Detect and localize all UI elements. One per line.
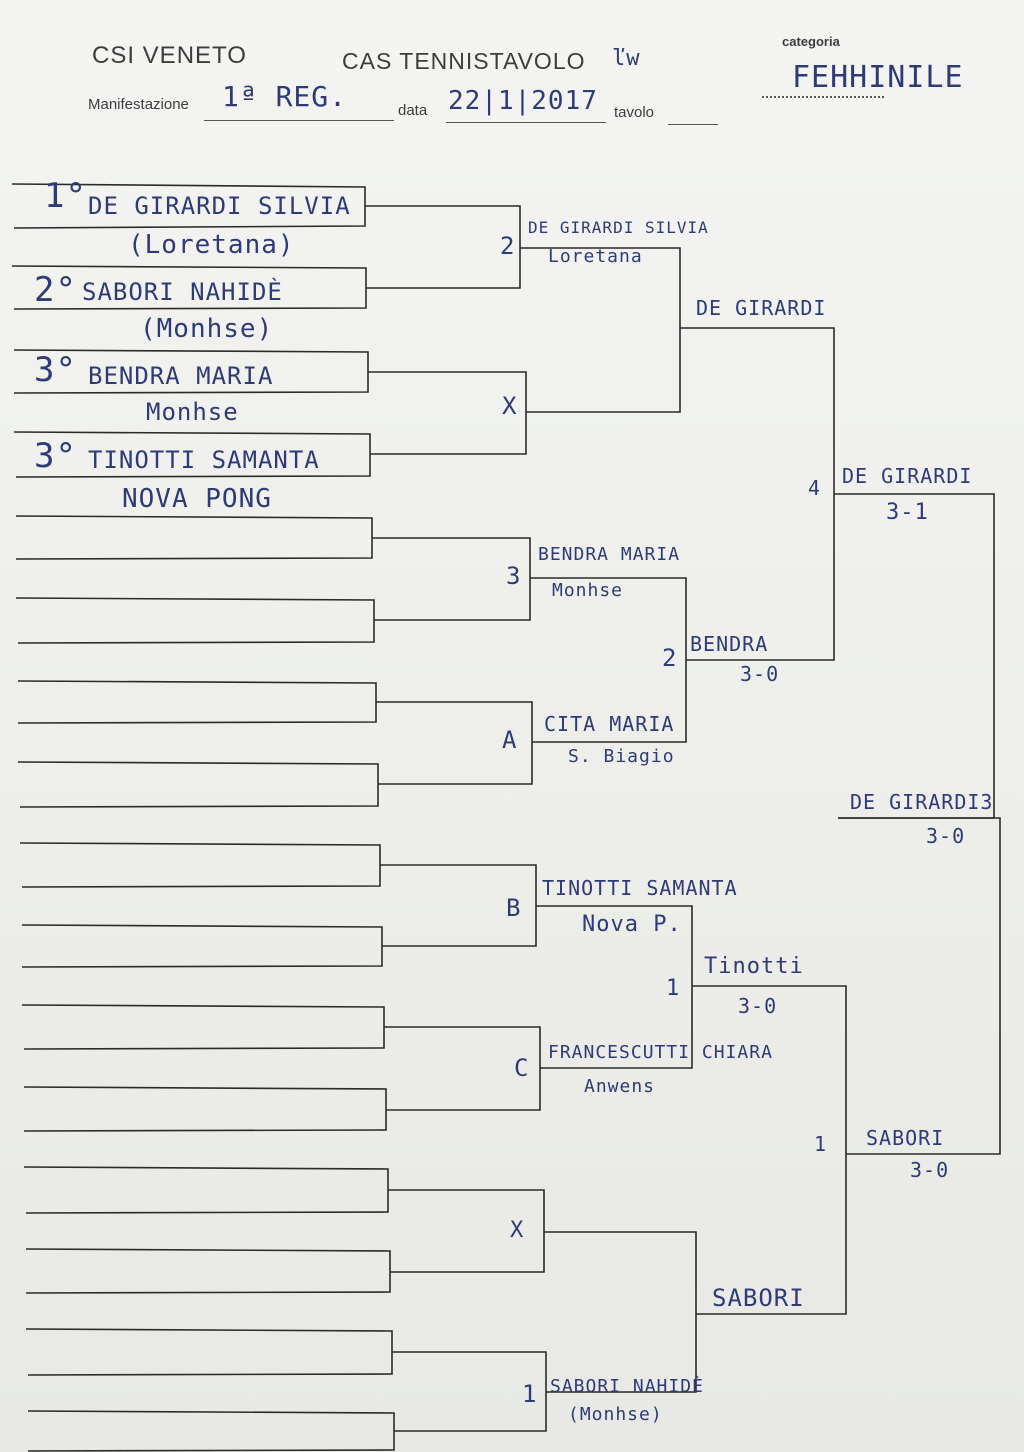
event-label: Manifestazione <box>88 96 189 113</box>
entry-4-rank: 3° <box>34 436 77 476</box>
semi-1-score: 3-1 <box>886 500 929 525</box>
entry-4-club: NOVA PONG <box>122 484 272 514</box>
date-value: 22|1|2017 <box>448 86 598 116</box>
final-score: 3-0 <box>926 824 966 848</box>
r2-3-club: Monhse <box>552 580 624 601</box>
r3-3-name: Tinotti <box>704 954 804 979</box>
r2-3-seed: 3 <box>506 562 522 590</box>
event-value: 1ª REG. <box>222 80 348 113</box>
entry-2-club: (Monhse) <box>140 314 274 344</box>
final-winner: DE GIRARDI3 <box>850 790 994 814</box>
system-suffix: ľw <box>612 46 641 71</box>
entry-4-name: TINOTTI SAMANTA <box>88 446 320 474</box>
r3-2-name: BENDRA <box>690 632 769 656</box>
r2-6-seed: C <box>514 1054 530 1082</box>
org-title: CSI VENETO <box>92 42 247 69</box>
event-underline <box>204 120 394 121</box>
date-label: data <box>398 102 428 119</box>
r2-3-name: BENDRA MARIA <box>538 544 681 565</box>
r2-8-name: SABORI NAHIDÈ <box>550 1376 704 1397</box>
r2-5-seed: B <box>506 894 522 922</box>
r3-2-seed: 2 <box>662 644 678 672</box>
r2-1-seed: 2 <box>500 232 516 260</box>
r2-5-club: Nova P. <box>582 912 682 937</box>
entry-3-name: BENDRA MARIA <box>88 362 274 390</box>
r2-6-club: Anwens <box>584 1076 656 1097</box>
r2-4-club: S. Biagio <box>568 746 675 767</box>
r3-3-seed: 1 <box>666 976 681 1001</box>
table-label: tavolo <box>614 104 655 121</box>
entry-1-club: (Loretana) <box>128 230 295 260</box>
entry-3-rank: 3° <box>34 350 77 390</box>
r2-8-seed: 1 <box>522 1380 538 1408</box>
r3-3-score: 3-0 <box>738 994 778 1018</box>
semi-2-seed: 1 <box>814 1132 828 1156</box>
r2-4-seed: A <box>502 726 518 754</box>
semi-1-name: DE GIRARDI <box>842 464 973 488</box>
category-label: categoria <box>782 34 840 49</box>
semi-2-name: SABORI <box>866 1126 945 1150</box>
category-dotted-line <box>762 96 884 98</box>
r2-2-seed: X <box>502 392 518 420</box>
r2-5-name: TINOTTI SAMANTA <box>542 876 738 900</box>
r2-1-name: DE GIRARDI SILVIA <box>528 218 709 237</box>
r2-6-name: FRANCESCUTTI CHIARA <box>548 1042 773 1063</box>
entry-1-name: DE GIRARDI SILVIA <box>88 192 351 220</box>
r2-4-name: CITA MARIA <box>544 712 675 736</box>
semi-1-seed: 4 <box>808 476 822 500</box>
entry-2-rank: 2° <box>34 270 77 310</box>
system-title: CAS TENNISTAVOLO <box>342 48 586 74</box>
r3-4-name: SABORI <box>712 1284 805 1312</box>
category-value: FEHHINILE <box>792 60 964 95</box>
r3-1-name: DE GIRARDI <box>696 296 827 320</box>
r2-8-club: (Monhse) <box>568 1404 663 1425</box>
entry-2-name: SABORI NAHIDÈ <box>82 278 283 306</box>
r2-1-club: Loretana <box>548 246 643 267</box>
r2-7-seed: X <box>510 1218 525 1243</box>
semi-2-score: 3-0 <box>910 1158 950 1182</box>
table-underline <box>668 124 718 125</box>
date-underline <box>446 122 606 123</box>
entry-3-club: Monhse <box>146 398 239 426</box>
entry-1-rank: 1° <box>44 176 87 216</box>
r3-2-score: 3-0 <box>740 662 780 686</box>
